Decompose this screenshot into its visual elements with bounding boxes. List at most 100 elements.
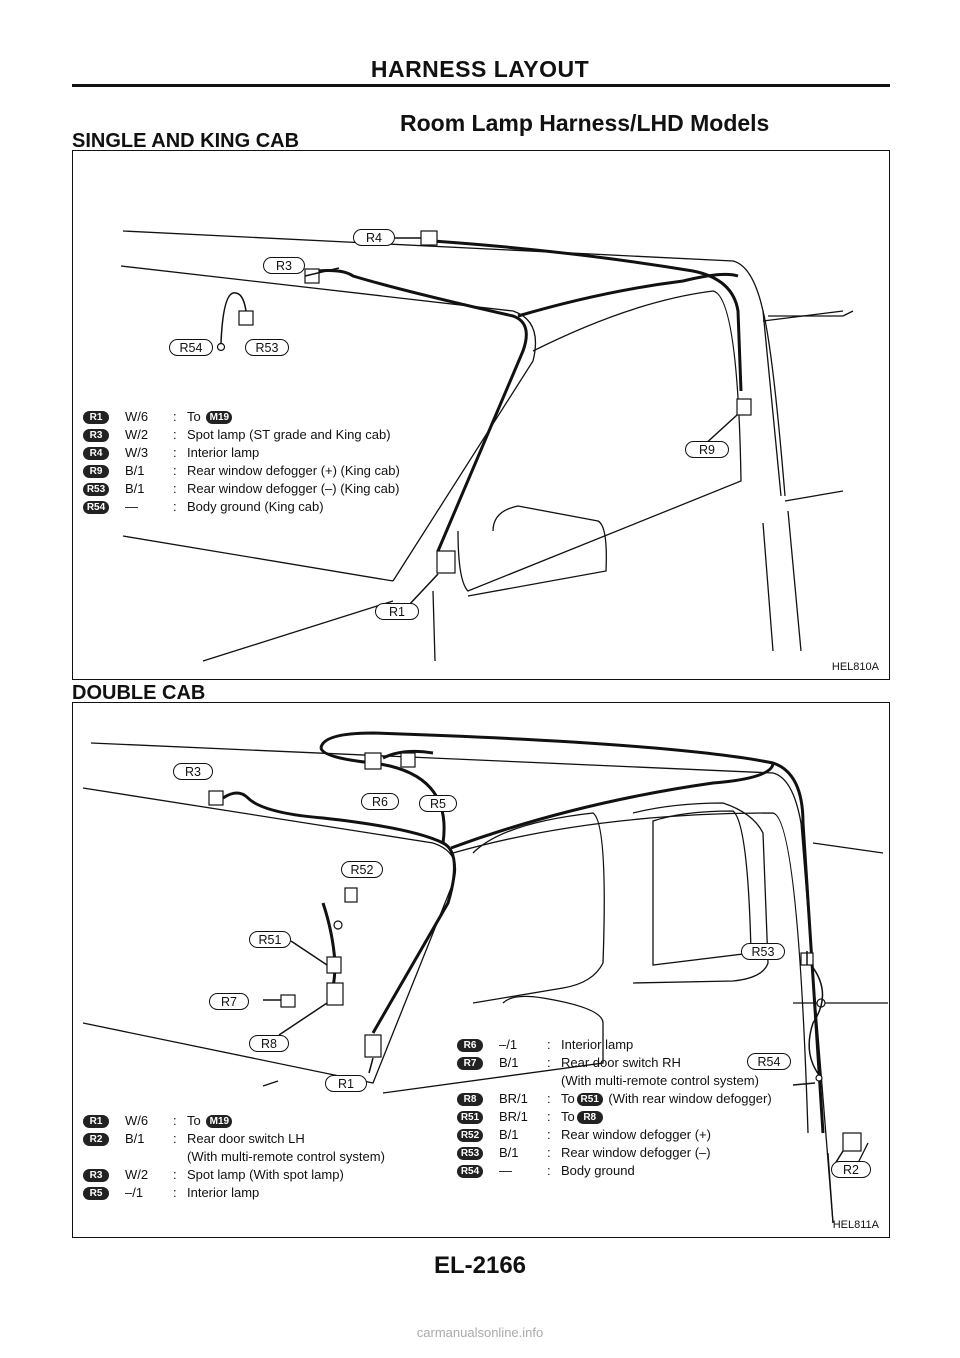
colon: : — [173, 445, 177, 460]
colon: : — [173, 1131, 177, 1146]
colon: : — [547, 1091, 551, 1106]
legend-description: Rear window defogger (+) — [561, 1127, 711, 1142]
figure-double-cab: R3 R6 R5 R52 R51 R7 R8 R1 R53 R54 R2 R1 … — [72, 702, 890, 1238]
connector-label-r3: R3 — [173, 763, 213, 780]
legend-description: To M19 — [187, 409, 234, 425]
connector-label-r54: R54 — [169, 339, 213, 356]
colon: : — [547, 1109, 551, 1124]
legend-description: Body ground (King cab) — [187, 499, 324, 514]
legend-row: R4 W/3 : Interior lamp — [83, 445, 443, 463]
connector-label-r5: R5 — [419, 795, 457, 812]
wire-color: W/3 — [125, 445, 149, 460]
page-title: HARNESS LAYOUT — [370, 56, 590, 82]
colon: : — [173, 1167, 177, 1182]
page-subtitle: Room Lamp Harness/LHD Models — [400, 110, 770, 136]
connector-label-r51: R51 — [249, 931, 291, 948]
colon: : — [547, 1055, 551, 1070]
connector-label-r52: R52 — [341, 861, 383, 878]
connector-tag: R8 — [457, 1093, 483, 1107]
legend-description: Spot lamp (ST grade and King cab) — [187, 427, 391, 442]
connector-tag: R8 — [576, 1111, 603, 1125]
section1-title: SINGLE AND KING CAB — [72, 130, 300, 152]
legend-description: Interior lamp — [561, 1037, 634, 1052]
legend-description: Rear door switch RH — [561, 1055, 681, 1070]
connector-label-r53: R53 — [245, 339, 289, 356]
desc-prefix: To — [561, 1091, 575, 1106]
connector-label-r7: R7 — [209, 993, 249, 1010]
legend-row: R53 B/1 : Rear window defogger (–) — [457, 1145, 857, 1163]
connector-tag: R52 — [457, 1129, 483, 1143]
legend-row: R1 W/6 : To M19 — [83, 1113, 443, 1131]
legend-row-continued: (With multi-remote control system) — [83, 1149, 443, 1167]
colon: : — [173, 1185, 177, 1200]
legend-row: R53 B/1 : Rear window defogger (–) (King… — [83, 481, 443, 499]
legend-description: Rear window defogger (–) — [561, 1145, 711, 1160]
desc-prefix: To — [187, 409, 201, 424]
connector-tag: R54 — [83, 501, 109, 515]
wire-color: –/1 — [125, 1185, 144, 1200]
section2-title: DOUBLE CAB — [72, 682, 206, 704]
wire-color: B/1 — [125, 1131, 145, 1146]
diagram-single-king-cab — [120, 230, 854, 662]
legend-description: To M19 — [187, 1113, 234, 1129]
connector-tag: R6 — [457, 1039, 483, 1053]
connector-tag: R3 — [83, 1169, 109, 1183]
legend-row: R1 W/6 : To M19 — [83, 409, 443, 427]
connector-label-r6: R6 — [361, 793, 399, 810]
connector-label-r9: R9 — [685, 441, 729, 458]
colon: : — [173, 481, 177, 496]
wire-color: B/1 — [125, 463, 145, 478]
desc-prefix: To — [561, 1109, 575, 1124]
colon: : — [547, 1145, 551, 1160]
connector-tag: R9 — [83, 465, 109, 479]
wire-color: W/6 — [125, 1113, 149, 1128]
colon: : — [547, 1127, 551, 1142]
colon: : — [173, 1113, 177, 1128]
wire-color: — — [499, 1163, 512, 1178]
legend-row: R2 B/1 : Rear door switch LH — [83, 1131, 443, 1149]
wire-color: B/1 — [499, 1145, 519, 1160]
legend-description: Body ground — [561, 1163, 635, 1178]
wire-color: BR/1 — [499, 1109, 528, 1124]
connector-label-r53: R53 — [741, 943, 785, 960]
figure-id: HEL810A — [831, 661, 879, 673]
wire-color: — — [125, 499, 138, 514]
footer-watermark[interactable]: carmanualsonline.info — [416, 1325, 544, 1340]
legend-double-cab-left: R1 W/6 : To M19 R2 B/1 : Rear door switc… — [83, 1113, 443, 1203]
connector-tag: R53 — [457, 1147, 483, 1161]
legend-row: R3 W/2 : Spot lamp (With spot lamp) — [83, 1167, 443, 1185]
connector-tag: R54 — [457, 1165, 483, 1179]
connector-label-r54: R54 — [747, 1053, 791, 1070]
legend-row: R7 B/1 : Rear door switch RH — [457, 1055, 857, 1073]
legend-description: Rear window defogger (+) (King cab) — [187, 463, 400, 478]
legend-double-cab-right: R6 –/1 : Interior lamp R7 B/1 : Rear doo… — [457, 1037, 857, 1181]
connector-tag: R53 — [83, 483, 109, 497]
connector-tag: R1 — [83, 1115, 109, 1129]
legend-description: Spot lamp (With spot lamp) — [187, 1167, 344, 1182]
connector-tag: R7 — [457, 1057, 483, 1071]
wire-color: W/2 — [125, 1167, 149, 1182]
desc-suffix: (With rear window defogger) — [608, 1091, 772, 1106]
connector-tag: R2 — [83, 1133, 109, 1147]
wire-color: B/1 — [499, 1127, 519, 1142]
colon: : — [173, 409, 177, 424]
legend-continuation: (With multi-remote control system) — [561, 1073, 759, 1088]
connector-tag: R51 — [576, 1093, 603, 1107]
connector-label-r1: R1 — [325, 1075, 367, 1092]
wire-color: B/1 — [125, 481, 145, 496]
connector-tag: M19 — [206, 1115, 233, 1129]
figure-id: HEL811A — [832, 1219, 879, 1231]
legend-description: Interior lamp — [187, 445, 260, 460]
wire-color: –/1 — [499, 1037, 518, 1052]
page-number: EL-2166 — [433, 1252, 527, 1279]
legend-single-king-cab: R1 W/6 : To M19 R3 W/2 : Spot lamp (ST g… — [83, 409, 443, 517]
legend-row-continued: (With multi-remote control system) — [457, 1073, 857, 1091]
connector-tag: R4 — [83, 447, 109, 461]
legend-row: R54 — : Body ground (King cab) — [83, 499, 443, 517]
legend-description: Interior lamp — [187, 1185, 260, 1200]
connector-label-r2: R2 — [831, 1161, 871, 1178]
